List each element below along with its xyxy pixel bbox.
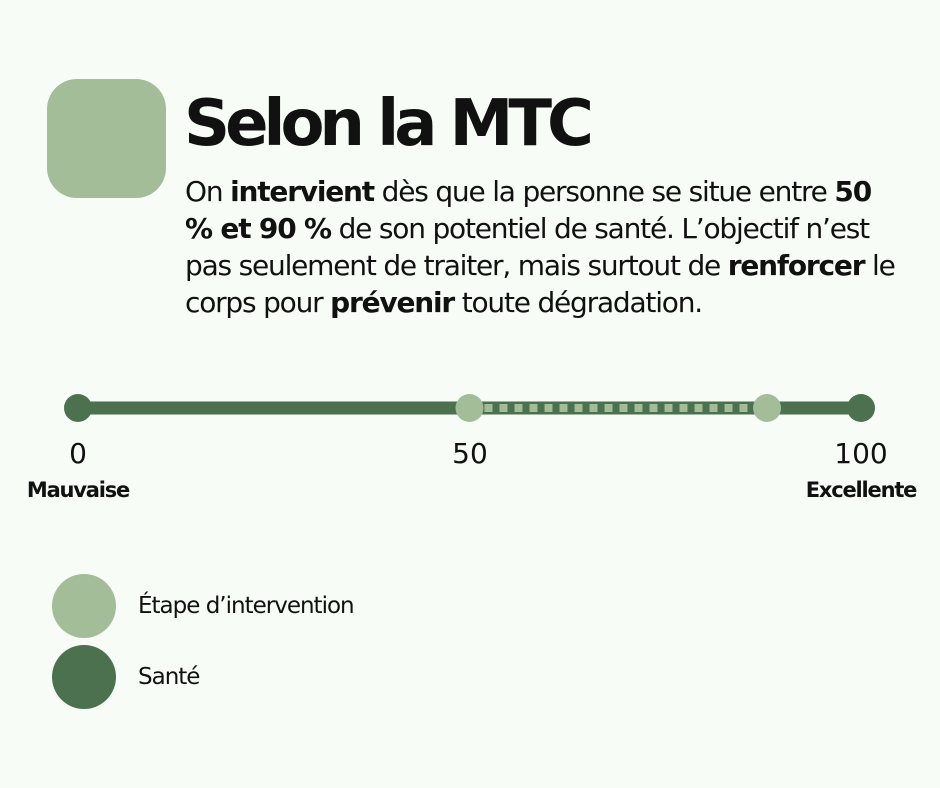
text-segment: le corps pour: [185, 249, 896, 319]
legend-item-health: Santé: [52, 645, 354, 709]
legend-swatch-intervention: [52, 574, 116, 638]
max-label: Excellente: [805, 478, 918, 502]
legend-swatch-health: [52, 645, 116, 709]
text-segment: dès que la personne se situe entre: [373, 175, 835, 208]
text-segment: On: [185, 175, 231, 208]
tick-label-50: 50: [452, 437, 488, 470]
page-title: Selon la MTC: [184, 87, 594, 161]
emphasis-renforcer: renforcer: [727, 249, 866, 282]
description-paragraph: On intervient dès que la personne se sit…: [185, 173, 905, 321]
health-scale: [64, 394, 875, 422]
legend-label-intervention: Étape d’intervention: [138, 593, 355, 619]
text-segment: toute dégradation.: [454, 286, 703, 319]
emphasis-prevenir: prévenir: [330, 286, 455, 319]
scale-min-dot: [64, 394, 92, 422]
legend: Étape d’intervention Santé: [52, 574, 355, 716]
emphasis-intervient: intervient: [230, 175, 375, 208]
legend-item-intervention: Étape d’intervention: [52, 574, 355, 638]
scale-max-dot: [847, 394, 875, 422]
intervention-start-dot: [455, 394, 484, 422]
intervention-end-dot: [753, 394, 782, 422]
logo-square: [47, 79, 166, 198]
text-segment: de son potentiel de santé. L’objectif n’…: [185, 212, 870, 282]
tick-label-0: 0: [69, 437, 87, 470]
legend-label-health: Santé: [138, 664, 200, 690]
emphasis-range: 50 % et 90 %: [185, 175, 872, 245]
tick-label-100: 100: [834, 437, 888, 470]
min-label: Mauvaise: [26, 478, 130, 502]
